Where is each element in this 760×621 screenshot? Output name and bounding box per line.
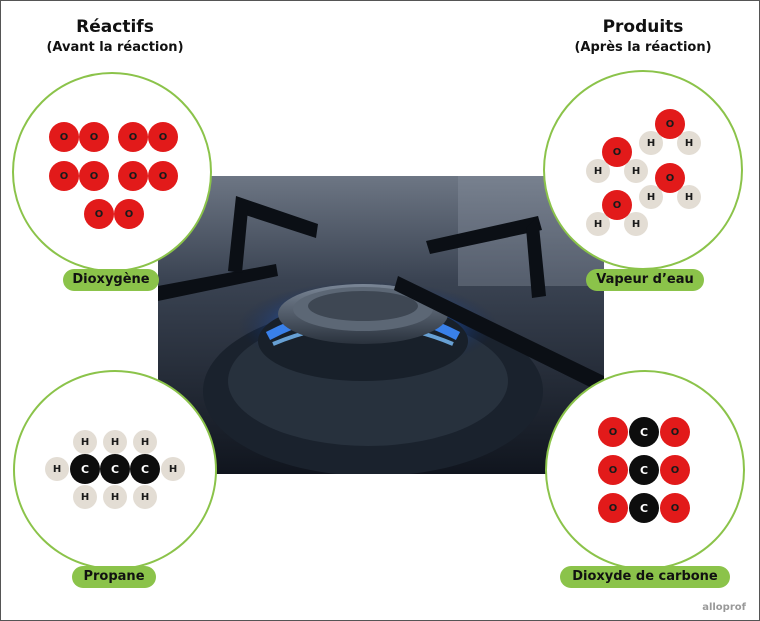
oxygen-atom: O [660, 493, 690, 523]
oxygen-atom: O [148, 122, 178, 152]
oxygen-atom: O [114, 199, 144, 229]
oxygen-atom: O [118, 161, 148, 191]
hydrogen-atom: H [133, 430, 157, 454]
oxygen-atom: O [660, 417, 690, 447]
alloprof-logo: alloprof [702, 602, 746, 613]
reactants-heading: Réactifs (Avant la réaction) [20, 17, 210, 56]
oxygen-atom: O [655, 109, 685, 139]
oxygen-atom: O [79, 161, 109, 191]
oxygen-atom: O [602, 190, 632, 220]
carbon-dioxide-label: Dioxyde de carbone [560, 566, 730, 588]
carbon-atom: C [100, 454, 130, 484]
reactants-title: Réactifs [76, 17, 154, 37]
reactants-subtitle: (Avant la réaction) [46, 40, 184, 55]
products-subtitle: (Après la réaction) [574, 40, 712, 55]
oxygen-atom: O [49, 122, 79, 152]
water-vapor-label: Vapeur d’eau [586, 269, 704, 291]
oxygen-atom: O [598, 455, 628, 485]
hydrogen-atom: H [677, 185, 701, 209]
propane-label: Propane [72, 566, 156, 588]
hydrogen-atom: H [73, 485, 97, 509]
oxygen-atom: O [49, 161, 79, 191]
hydrogen-atom: H [73, 430, 97, 454]
gas-burner-photo [158, 176, 604, 474]
products-heading: Produits (Après la réaction) [548, 17, 738, 56]
oxygen-atom: O [148, 161, 178, 191]
hydrogen-atom: H [103, 485, 127, 509]
oxygen-atom: O [79, 122, 109, 152]
hydrogen-atom: H [133, 485, 157, 509]
products-title: Produits [602, 17, 684, 37]
hydrogen-atom: H [103, 430, 127, 454]
oxygen-atom: O [598, 417, 628, 447]
oxygen-atom: O [118, 122, 148, 152]
hydrogen-atom: H [161, 457, 185, 481]
carbon-atom: C [130, 454, 160, 484]
hydrogen-atom: H [624, 159, 648, 183]
oxygen-atom: O [660, 455, 690, 485]
hydrogen-atom: H [677, 131, 701, 155]
dioxygene-label: Dioxygène [63, 269, 159, 291]
carbon-atom: C [70, 454, 100, 484]
carbon-atom: C [629, 455, 659, 485]
carbon-atom: C [629, 417, 659, 447]
dioxygene-circle [12, 72, 212, 272]
oxygen-atom: O [655, 163, 685, 193]
carbon-atom: C [629, 493, 659, 523]
oxygen-atom: O [84, 199, 114, 229]
oxygen-atom: O [598, 493, 628, 523]
hydrogen-atom: H [45, 457, 69, 481]
hydrogen-atom: H [624, 212, 648, 236]
oxygen-atom: O [602, 137, 632, 167]
